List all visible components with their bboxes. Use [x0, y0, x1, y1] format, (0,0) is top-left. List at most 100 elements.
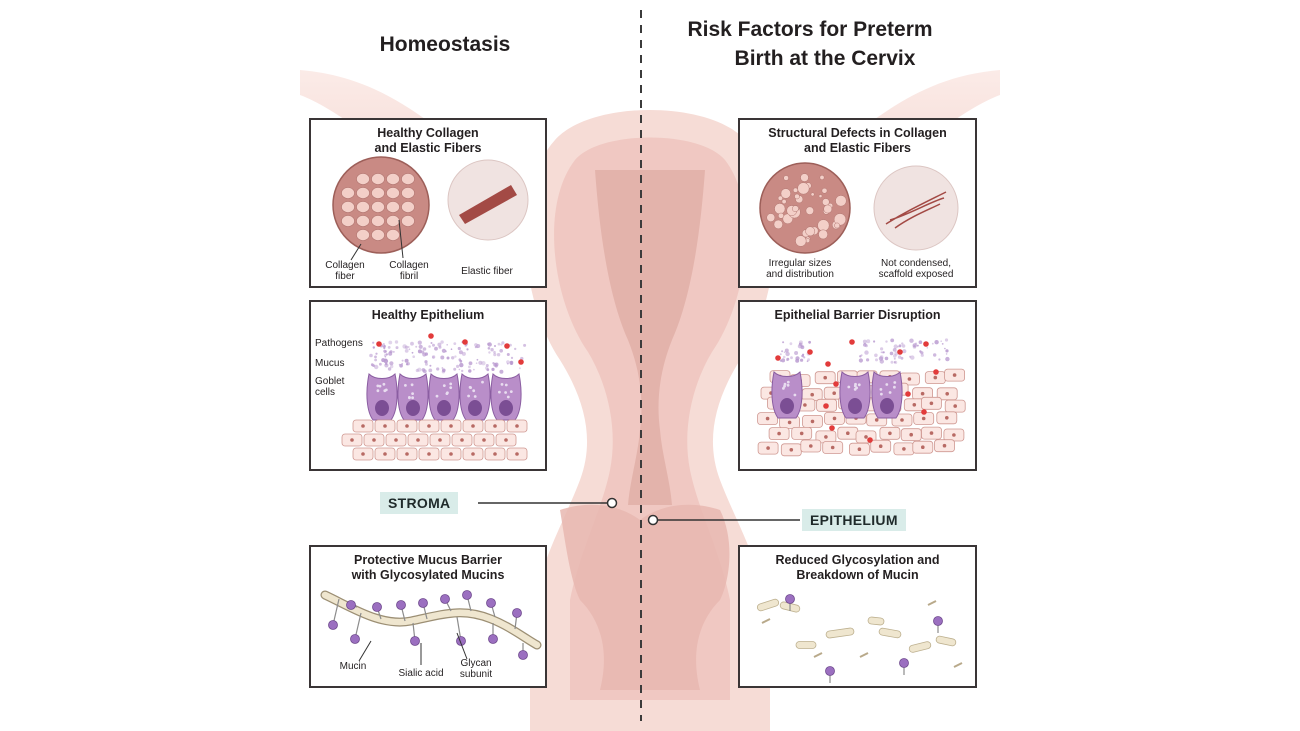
mucus-particle: [860, 354, 863, 357]
mucin-granule: [783, 384, 786, 388]
panel-structural-defects: Structural Defects in Collagen and Elast…: [738, 118, 977, 288]
sialic-acid: [933, 616, 943, 626]
mucus-particle: [497, 342, 501, 346]
panel-epithelial-disruption-title: Epithelial Barrier Disruption: [774, 308, 941, 322]
goblet-cell: [490, 372, 522, 421]
mucus-particle: [506, 360, 510, 364]
mucin-granule: [847, 385, 851, 389]
mucus-particle: [945, 356, 950, 362]
sialic-acid: [462, 590, 472, 600]
mucus-particle: [441, 348, 446, 353]
panel-reduced-glycosylation-title: Reduced Glycosylation and Breakdown of M…: [775, 553, 940, 582]
mucus-particle: [945, 349, 949, 353]
pathogen: [923, 341, 929, 347]
mucus-particle: [476, 344, 481, 348]
cell-nucleus: [888, 431, 892, 436]
stroma-pointer: [606, 497, 618, 509]
mucus-particle: [456, 364, 460, 368]
collagen-fibril: [371, 229, 385, 241]
mucus-particle: [387, 367, 392, 371]
cell-nucleus: [809, 444, 813, 448]
cervix: [560, 504, 730, 690]
collagen-fibril: [371, 201, 385, 213]
mucin-granule: [793, 393, 797, 397]
mucus-particle: [914, 342, 918, 345]
cell-nucleus: [394, 438, 398, 442]
pathogen: [807, 349, 813, 355]
goblet-cell: [771, 370, 803, 419]
cell-nucleus: [832, 391, 836, 395]
sialic-acid: [899, 658, 909, 668]
cell-nucleus: [846, 431, 850, 435]
sialic-acid: [488, 634, 498, 644]
mucus-particle: [509, 343, 512, 347]
cell-nucleus: [921, 416, 926, 421]
cell-nucleus: [952, 373, 957, 377]
pathogen: [849, 339, 855, 345]
mucus-particle: [894, 361, 896, 363]
mucus-particle: [437, 342, 442, 347]
mucin-granule: [504, 391, 507, 394]
mucus-particle: [506, 362, 509, 365]
cell-nucleus: [361, 452, 365, 456]
mucus-particle: [390, 364, 394, 369]
cell-nucleus: [515, 424, 519, 428]
mucus-particle: [379, 362, 382, 366]
mucin-granule: [378, 384, 382, 388]
cell-nucleus: [900, 418, 904, 422]
mucin-granule: [854, 382, 857, 386]
collagen-fibril: [371, 173, 385, 185]
mucus-particle: [491, 367, 495, 371]
collagen-fibril: [371, 215, 385, 227]
mucus-particle: [801, 345, 804, 348]
mucus-particle: [421, 350, 425, 354]
cell-nucleus: [803, 403, 807, 407]
scaffold-circle: [873, 165, 959, 251]
mucin-fragment: [795, 641, 817, 649]
irregular-fibril: [792, 187, 799, 193]
mucus-particle: [384, 350, 388, 353]
panel-structural-defects-title: Structural Defects in Collagen and Elast…: [768, 126, 947, 155]
mucus-particle: [412, 355, 415, 358]
cell-nucleus: [907, 377, 912, 381]
cell-nucleus: [383, 424, 387, 428]
mucin-granule: [888, 391, 892, 394]
mucus-particle: [493, 353, 497, 357]
collagen-fibril: [341, 201, 355, 213]
cell-nucleus: [874, 418, 879, 422]
epithelial-cell-layers: [341, 419, 528, 461]
mucus-particle: [933, 353, 937, 357]
sialic-acid: [785, 594, 795, 604]
label-irregular-sizes: Irregular sizes and distribution: [766, 258, 834, 280]
cell-nucleus: [471, 452, 475, 456]
cell-nucleus: [765, 416, 770, 421]
irregular-fibril: [794, 193, 800, 200]
irregular-fibril: [823, 204, 833, 214]
cell-nucleus: [823, 375, 827, 380]
mucus-particle: [910, 355, 915, 360]
invading-pathogens-group: [775, 339, 939, 443]
mucin-granule: [509, 390, 513, 393]
panel-epithelial-disruption: Epithelial Barrier Disruption: [738, 300, 977, 471]
label-pathogens: Pathogens: [315, 338, 363, 349]
mucus-particle: [382, 343, 385, 346]
irregular-fibril: [833, 213, 847, 226]
irregular-fibril: [805, 206, 814, 215]
mucus-particle: [890, 360, 894, 364]
glycan-debris: [927, 600, 937, 606]
mucus-particle: [510, 356, 514, 359]
mucin-fragment: [825, 627, 855, 639]
collagen-fibril: [401, 215, 415, 227]
mucus-particle: [808, 340, 811, 344]
mucin-granule: [408, 396, 411, 400]
mucus-particle: [459, 362, 464, 368]
label-collagen-fiber: Collagen fiber: [325, 260, 365, 282]
mucus-particle: [880, 347, 884, 351]
goblet-nucleus: [468, 400, 482, 416]
mucus-particle: [500, 343, 503, 346]
remaining-goblet-cells: [771, 370, 903, 419]
mucus-particle: [782, 355, 786, 359]
pathogen: [518, 359, 524, 365]
collagen-fibril: [356, 201, 370, 213]
irregular-fibril: [817, 219, 830, 232]
